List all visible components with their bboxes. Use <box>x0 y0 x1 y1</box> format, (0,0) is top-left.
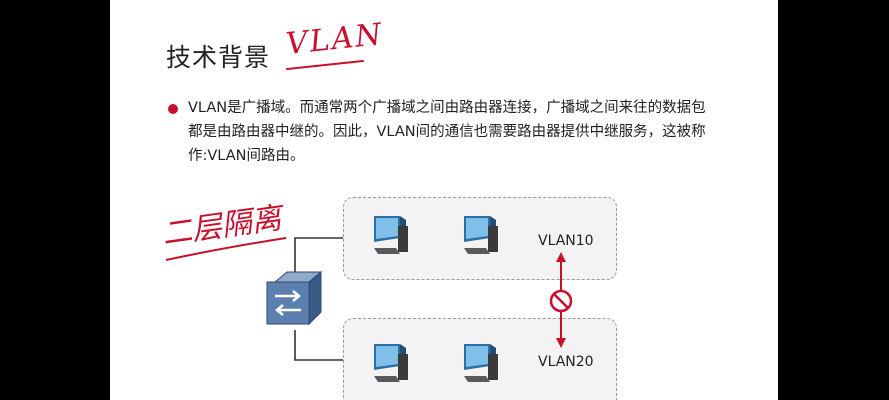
bullet-dot <box>168 104 178 114</box>
diagram-connectors <box>294 237 343 361</box>
vlan20-label: VLAN20 <box>538 354 594 370</box>
presentation-slide: 技术背景 VLAN VLAN是广播域。而通常两个广播域之间由路由器连接，广播域之… <box>110 0 778 400</box>
link-to-vlan10 <box>294 237 343 272</box>
computer-icon <box>374 344 408 382</box>
blocked-communication-arrow <box>549 252 573 348</box>
computer-icon <box>374 216 408 254</box>
vlan10-label: VLAN10 <box>538 233 594 249</box>
switch-icon <box>266 270 323 326</box>
slide-title: 技术背景 <box>166 43 271 72</box>
blocked-icon <box>549 289 573 313</box>
bullet-line-2: 都是由路由器中继的。因此，VLAN间的通信也需要路由器提供中继服务，这被称 <box>188 124 706 140</box>
handwritten-side-note: 二层隔离 <box>162 200 288 261</box>
handwritten-side-underline <box>165 237 287 261</box>
computer-icon <box>464 344 498 382</box>
bullet-text: VLAN是广播域。而通常两个广播域之间由路由器连接，广播域之间来往的数据包 都是… <box>188 96 728 168</box>
bullet-line-3: 作:VLAN间路由。 <box>188 148 305 164</box>
bullet-line-1: VLAN是广播域。而通常两个广播域之间由路由器连接，广播域之间来往的数据包 <box>188 100 706 116</box>
computer-icon <box>464 216 498 254</box>
link-to-vlan20 <box>294 330 343 361</box>
